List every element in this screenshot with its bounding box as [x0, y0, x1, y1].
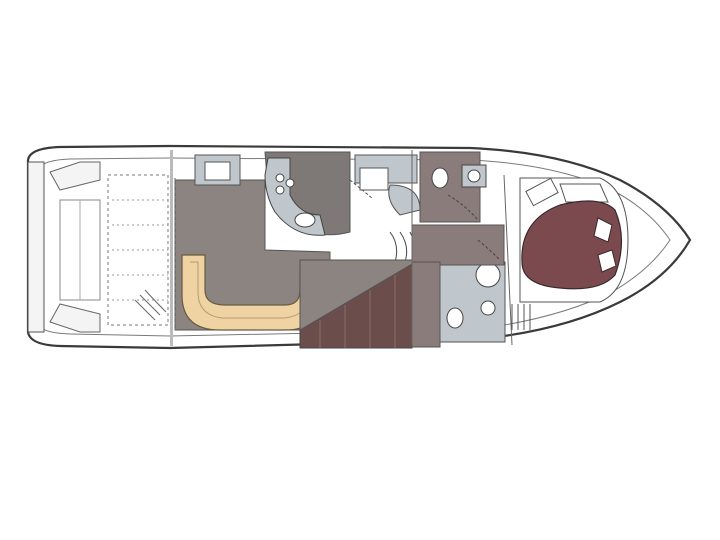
head — [419, 151, 506, 343]
aft-cockpit — [27, 150, 173, 346]
detail-lines — [174, 150, 513, 346]
forward-vip-cabin — [519, 177, 629, 303]
mid-cabin — [411, 194, 531, 348]
companionway — [299, 231, 416, 349]
galley — [194, 151, 421, 236]
